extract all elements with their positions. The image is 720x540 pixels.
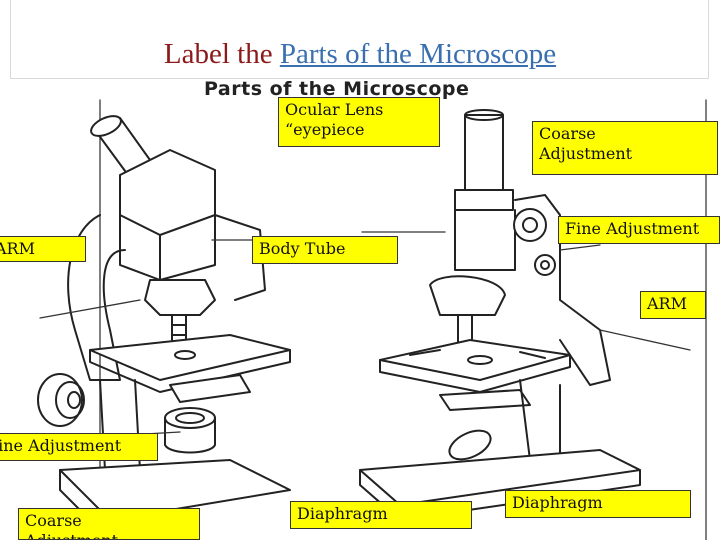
- label-body-tube[interactable]: Body Tube: [252, 236, 398, 264]
- frame-line-top: [10, 78, 709, 79]
- label-coarse-adjustment-left[interactable]: Coarse Adjustment: [18, 508, 200, 540]
- label-fine-adjustment-right[interactable]: Fine Adjustment: [558, 216, 720, 244]
- label-ocular-lens[interactable]: Ocular Lens “eyepiece: [278, 97, 440, 147]
- label-coarse-adjustment-right[interactable]: Coarse Adjustment: [532, 121, 718, 175]
- title-link[interactable]: Parts of the Microscope: [279, 38, 557, 70]
- label-diaphragm-right[interactable]: Diaphragm: [505, 490, 691, 518]
- title-prefix: Label the: [163, 38, 280, 70]
- right-microscope: [359, 109, 641, 521]
- label-arm-right[interactable]: ARM: [640, 291, 706, 319]
- label-arm-left[interactable]: ARM: [0, 236, 86, 262]
- frame-line-left: [10, 0, 11, 78]
- left-microscope: [37, 115, 291, 540]
- label-diaphragm-left[interactable]: Diaphragm: [290, 501, 472, 529]
- slide-title: Label the Parts of the Microscope: [0, 38, 720, 71]
- diagram-caption: Parts of the Microscope: [204, 78, 470, 100]
- label-fine-adjustment-left[interactable]: Fine Adjustment: [0, 433, 158, 461]
- frame-line-right: [708, 0, 709, 78]
